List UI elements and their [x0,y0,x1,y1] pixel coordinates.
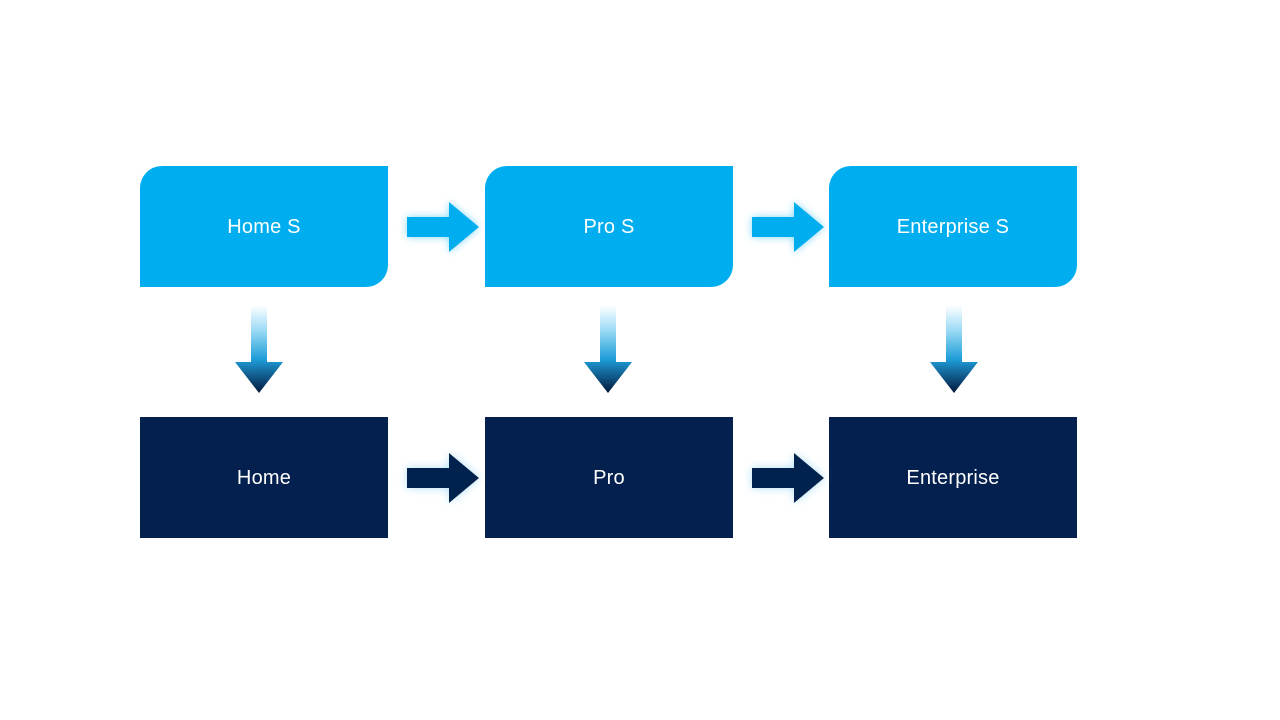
node-enterprise-service[interactable]: Enterprise S [829,166,1077,287]
node-home-product[interactable]: Home [140,417,388,538]
arrow-down-icon [233,305,285,395]
node-home-service[interactable]: Home S [140,166,388,287]
node-pro-product[interactable]: Pro [485,417,733,538]
node-label: Enterprise S [896,215,1010,238]
node-label: Home [236,466,292,489]
node-pro-service[interactable]: Pro S [485,166,733,287]
node-label: Pro [593,466,625,489]
arrow-right-icon [405,449,481,507]
node-label: Pro S [583,215,635,238]
arrow-down-icon [582,305,634,395]
arrow-right-icon [405,198,481,256]
arrow-right-icon [750,449,826,507]
node-label: Enterprise [906,466,1000,489]
node-label: Home S [227,215,301,238]
node-enterprise-product[interactable]: Enterprise [829,417,1077,538]
arrow-down-icon [928,305,980,395]
arrow-right-icon [750,198,826,256]
